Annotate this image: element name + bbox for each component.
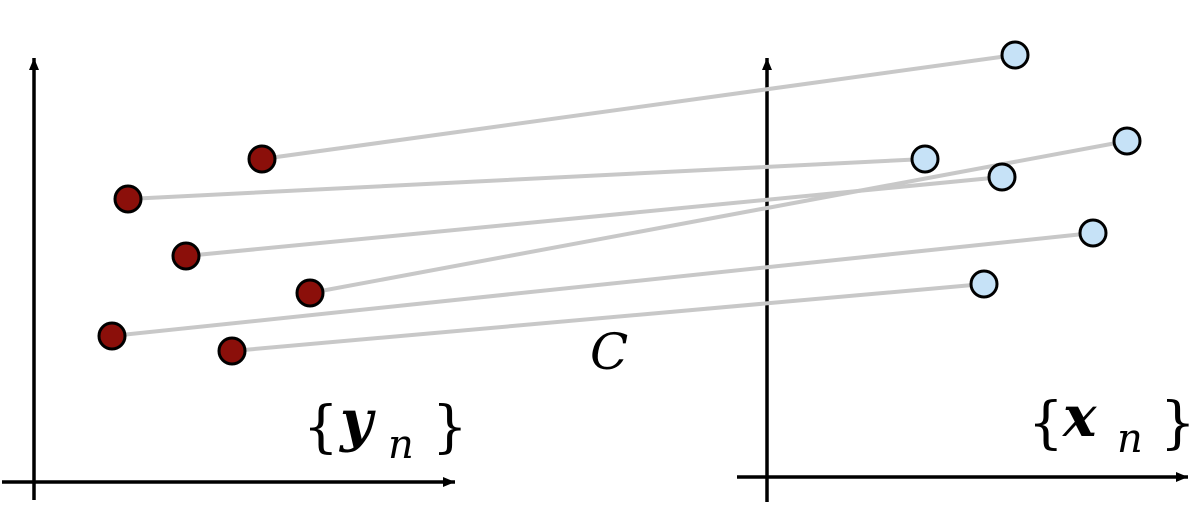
- correspondence-label: C: [590, 323, 628, 381]
- source-point: [217, 336, 247, 366]
- left-variable: y: [338, 388, 376, 454]
- right-axes: [737, 58, 1188, 502]
- left-open-brace: {: [303, 395, 339, 460]
- source-point: [295, 278, 325, 308]
- left-set-label: { y n }: [303, 388, 468, 468]
- source-point: [247, 144, 277, 174]
- link-5: [110, 231, 1095, 338]
- left-axes: [2, 58, 455, 500]
- left-close-brace: }: [432, 395, 468, 460]
- target-points: [910, 40, 1142, 299]
- target-point: [1000, 40, 1030, 70]
- right-open-brace: {: [1028, 391, 1064, 456]
- target-point: [910, 144, 940, 174]
- right-close-brace: }: [1160, 391, 1196, 456]
- link-1: [260, 53, 1017, 161]
- source-point: [97, 321, 127, 351]
- source-points: [97, 144, 325, 366]
- left-subscript: n: [388, 422, 414, 468]
- target-point: [969, 269, 999, 299]
- right-set-label: { x n }: [1028, 384, 1196, 462]
- link-4: [308, 139, 1129, 295]
- target-point: [1112, 126, 1142, 156]
- target-point: [1078, 218, 1108, 248]
- target-point: [987, 162, 1017, 192]
- link-6: [230, 282, 986, 353]
- source-point: [113, 184, 143, 214]
- right-subscript: n: [1117, 416, 1143, 462]
- source-point: [171, 241, 201, 271]
- link-2: [126, 157, 927, 201]
- correspondence-lines: [110, 53, 1129, 353]
- right-variable: x: [1062, 384, 1097, 450]
